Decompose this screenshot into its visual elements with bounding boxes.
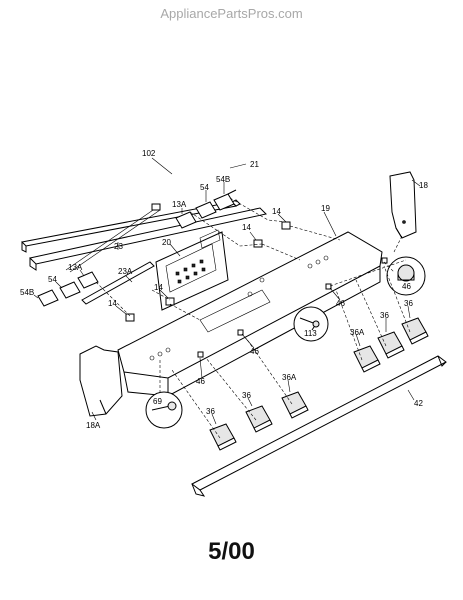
label-19: 19	[321, 204, 330, 213]
label-20: 20	[162, 238, 171, 247]
part-labels: 102 21 18 19 23 20 54B 54 13A 14 14 13A …	[20, 149, 428, 430]
clip-14-top[interactable]	[281, 221, 291, 230]
knob-36A-low[interactable]	[281, 391, 309, 419]
switch-13A-left[interactable]	[77, 271, 99, 289]
part-23-bracket[interactable]	[65, 203, 161, 273]
label-54-top: 54	[200, 183, 209, 192]
knob-36-low1[interactable]	[245, 405, 273, 433]
assembly-lines	[95, 197, 411, 439]
part-19-control-panel[interactable]	[117, 231, 383, 397]
part-23A-bracket[interactable]	[81, 261, 155, 305]
label-36A-right: 36A	[350, 328, 365, 337]
switch-54B-left[interactable]	[37, 289, 59, 307]
part-42-bottom-trim[interactable]	[191, 355, 447, 497]
clip-46-upper-right[interactable]	[381, 257, 388, 264]
switch-54B-top[interactable]	[213, 189, 237, 211]
label-23A: 23A	[118, 267, 133, 276]
label-14-mid: 14	[242, 223, 251, 232]
label-46-center: 46	[250, 347, 259, 356]
leader-lines	[33, 157, 421, 425]
clip-46-right[interactable]	[325, 283, 332, 290]
label-46-left: 46	[196, 377, 205, 386]
clip-14-mid[interactable]	[253, 239, 263, 248]
date-code: 5/00	[208, 538, 255, 565]
switch-54-left[interactable]	[59, 281, 81, 299]
clip-46-center[interactable]	[237, 329, 244, 336]
knob-36A-right[interactable]	[353, 345, 381, 373]
inset-69-screw[interactable]	[145, 391, 183, 429]
label-54B-top: 54B	[216, 175, 230, 184]
label-54B-left: 54B	[20, 288, 34, 297]
label-18A: 18A	[86, 421, 101, 430]
label-13A-top: 13A	[172, 200, 187, 209]
label-14-left: 14	[108, 299, 117, 308]
clip-46-left[interactable]	[197, 351, 204, 358]
label-46-knob: 46	[402, 282, 411, 291]
switch-54-top[interactable]	[195, 201, 217, 219]
inset-46-knob[interactable]	[386, 256, 426, 296]
label-14-top: 14	[272, 207, 281, 216]
label-14-low: 14	[154, 283, 163, 292]
label-102: 102	[142, 149, 156, 158]
clip-14-low[interactable]	[165, 297, 175, 306]
label-36-low2: 36	[206, 407, 215, 416]
part-18A-left-end-cap[interactable]	[79, 345, 123, 417]
part-18-right-end-cap[interactable]	[389, 171, 417, 239]
knob-36-right2[interactable]	[401, 317, 429, 345]
label-18: 18	[419, 181, 428, 190]
label-23: 23	[114, 242, 123, 251]
part-20-control-board[interactable]	[155, 229, 229, 311]
label-42: 42	[414, 399, 423, 408]
label-21: 21	[250, 160, 259, 169]
label-36-low1: 36	[242, 391, 251, 400]
knob-36-low2[interactable]	[209, 423, 237, 451]
knob-36-right1[interactable]	[377, 331, 405, 359]
label-54-left: 54	[48, 275, 57, 284]
clip-14-left[interactable]	[125, 313, 135, 322]
switch-13A-top[interactable]	[175, 211, 197, 229]
label-113: 113	[304, 329, 317, 338]
label-46-right: 46	[336, 299, 345, 308]
label-36A-low: 36A	[282, 373, 297, 382]
label-36-r2: 36	[404, 299, 413, 308]
watermark: AppliancePartsPros.com	[160, 6, 303, 21]
label-13A-left: 13A	[68, 263, 83, 272]
label-36-r1: 36	[380, 311, 389, 320]
inset-113-pin[interactable]	[293, 306, 329, 342]
label-69: 69	[153, 397, 162, 406]
